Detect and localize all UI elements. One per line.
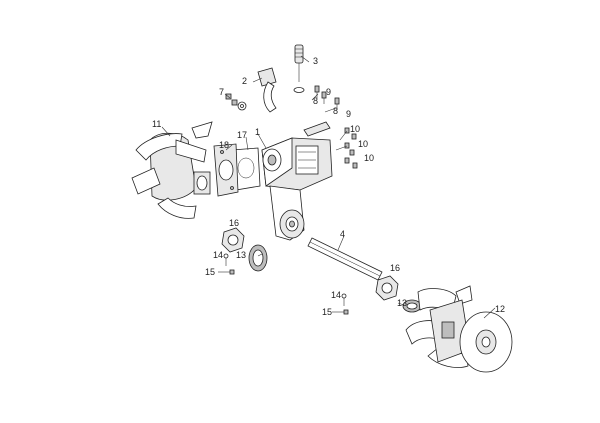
part-14-pin-left — [223, 253, 229, 266]
leader-lines — [161, 55, 496, 319]
callout-3: 3 — [313, 56, 318, 66]
part-2-lever — [257, 67, 277, 113]
callout-10-c: 10 — [364, 153, 374, 163]
callout-7: 7 — [219, 87, 224, 97]
callout-13-right: 13 — [397, 298, 407, 308]
part-16-coupling-left — [221, 227, 245, 253]
callout-17: 17 — [237, 130, 247, 140]
part-15-bolt-left — [218, 269, 235, 275]
part-3-dipstick — [293, 44, 305, 93]
parts-10-screws — [335, 127, 358, 169]
callout-14-left: 14 — [213, 250, 223, 260]
callout-16-left: 16 — [229, 218, 239, 228]
callout-11: 11 — [152, 119, 161, 129]
callout-8-lower: 8 — [333, 106, 338, 116]
part-12-right-tines — [405, 285, 513, 373]
callout-8-upper: 8 — [313, 96, 318, 106]
part-4-shaft — [307, 237, 383, 281]
callout-14-right: 14 — [331, 290, 341, 300]
callout-10-a: 10 — [350, 124, 360, 134]
part-1-lower-housing — [269, 185, 305, 241]
part-1-gearbox — [261, 121, 333, 191]
callout-16-right: 16 — [390, 263, 400, 273]
part-18-cover — [213, 143, 239, 197]
parts-8-9-screws — [314, 85, 340, 110]
callout-1: 1 — [255, 127, 260, 137]
callout-9-lower: 9 — [346, 109, 351, 119]
part-7-bolts — [225, 93, 247, 111]
part-13-seal-left — [248, 244, 268, 272]
callout-9-upper: 9 — [326, 87, 331, 97]
part-11-left-tines — [131, 121, 213, 219]
callout-12: 12 — [495, 304, 505, 314]
callout-15-right: 15 — [322, 307, 332, 317]
callout-15-left: 15 — [205, 267, 215, 277]
part-16-coupling-right — [375, 275, 399, 301]
callout-18: 18 — [219, 140, 229, 150]
callout-2: 2 — [242, 76, 247, 86]
callout-10-b: 10 — [358, 139, 368, 149]
callout-4: 4 — [340, 229, 345, 239]
part-15-bolt-right — [332, 309, 349, 315]
callout-labels: 3 2 7 9 8 8 9 11 17 1 10 10 10 18 16 4 1… — [152, 56, 505, 317]
part-14-pin-right — [341, 293, 347, 306]
callout-13-left: 13 — [236, 250, 246, 260]
